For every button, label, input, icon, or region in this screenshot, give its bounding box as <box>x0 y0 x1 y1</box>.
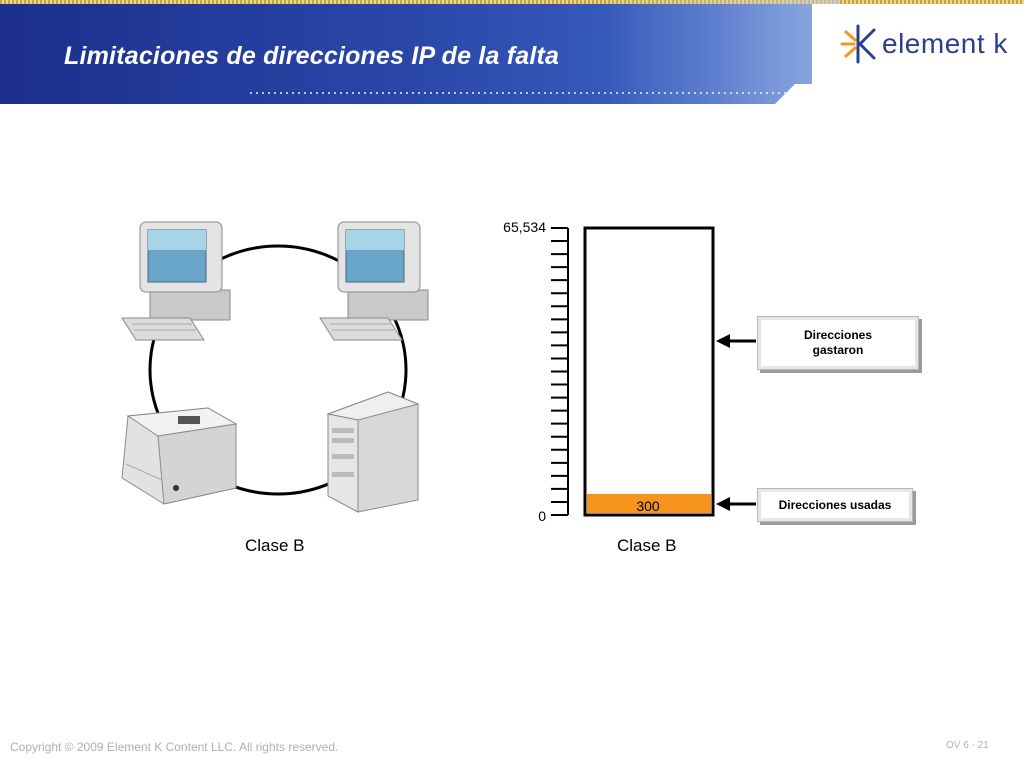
header-banner: Limitaciones de direcciones IP de la fal… <box>0 0 1024 104</box>
logo-text: element k <box>882 28 1008 59</box>
wasted-addresses-callout: Direcciones gastaron <box>757 316 919 370</box>
page-number: OV 6 - 21 <box>946 740 989 751</box>
bar-class-label: Clase B <box>617 536 677 555</box>
scale-top-label: 65,534 <box>503 219 546 235</box>
arrow-left-icon <box>716 497 756 511</box>
arrow-left-icon <box>716 334 756 348</box>
scale-bottom-label: 0 <box>538 508 546 524</box>
slide-title: Limitaciones de direcciones IP de la fal… <box>64 42 560 70</box>
wasted-addresses-text: Direcciones gastaron <box>803 328 873 357</box>
used-value: 300 <box>636 498 660 514</box>
address-range-bar <box>583 226 715 517</box>
network-ring <box>148 244 408 496</box>
element-k-logo: element k <box>838 22 1018 66</box>
header-top-border <box>0 0 1024 4</box>
scale-ticks <box>551 240 568 503</box>
used-addresses-fill <box>587 494 711 513</box>
address-scale <box>551 227 569 516</box>
used-addresses-callout: Direcciones usadas <box>757 488 913 522</box>
computer-icon <box>319 221 429 341</box>
copyright-text: Copyright © 2009 Element K Content LLC. … <box>10 740 339 754</box>
server-icon <box>326 391 420 513</box>
printer-icon <box>121 407 238 505</box>
used-addresses-text: Direcciones usadas <box>778 497 892 512</box>
computer-icon <box>121 221 231 341</box>
starburst-icon <box>840 24 876 64</box>
network-class-label: Clase B <box>245 536 305 555</box>
header-dots <box>250 92 830 94</box>
